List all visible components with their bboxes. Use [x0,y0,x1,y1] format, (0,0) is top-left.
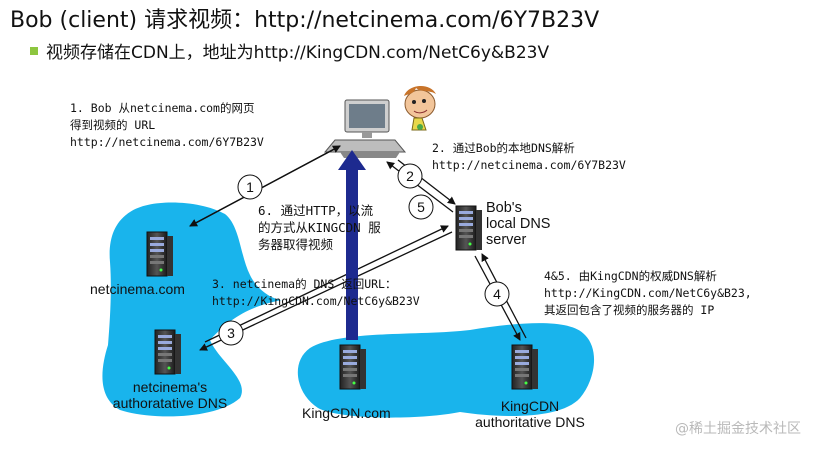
note-step6-line2: 的方式从KINGCDN 服 [258,220,381,235]
step-2-marker [397,163,423,189]
step-1-label: 1 [246,179,254,195]
note-step2-line1: 2. 通过Bob的本地DNS解析 [432,141,575,155]
note-step3: 3. netcinema的 DNS 返回URL： http://KingCDN.… [212,276,420,310]
note-step45-line1: 4&5. 由KingCDN的权威DNS解析 [544,269,717,283]
netcinema-label: netcinema.com [90,281,185,297]
note-step3-line1: 3. netcinema的 DNS 返回URL： [212,277,397,291]
stream-arrow [338,150,366,340]
note-step3-line2: http://KingCDN.com/NetC6y&B23V [212,294,420,308]
kingcdn-dns-label-line2: authoritative DNS [475,414,585,430]
local-dns-label-line3: server [486,232,527,248]
step-4-marker [484,281,510,307]
kingcdn-server-icon [339,344,367,390]
desktop-computer-icon [323,99,407,158]
note-step2-line2: http://netcinema.com/6Y7B23V [432,158,626,172]
netcinema-dns-label-line1: netcinema's [132,379,208,395]
kingcdn-dns-label: KingCDN authoritative DNS [460,398,600,430]
bob-character-icon [404,85,436,131]
note-step6-line1: 6. 通过HTTP，以流 [258,203,374,218]
local-dns-server-icon [455,205,483,251]
note-step1-line2: 得到视频的 URL [70,118,156,132]
note-step1-line3: http://netcinema.com/6Y7B23V [70,135,264,149]
kingcdn-label: KingCDN.com [302,405,391,421]
page-title: Bob (client) 请求视频：http://netcinema.com/6… [10,8,600,33]
note-step45: 4&5. 由KingCDN的权威DNS解析 http://KingCDN.com… [544,268,752,319]
note-step45-line2: http://KingCDN.com/NetC6y&B23, [544,286,752,300]
local-dns-label-line1: Bob's [486,200,522,216]
step-3-label: 3 [227,325,235,341]
note-step1: 1. Bob 从netcinema.com的网页 得到视频的 URL http:… [70,100,264,151]
note-step45-line3: 其返回包含了视频的服务器的 IP [544,303,715,317]
local-dns-label: Bob's local DNS server [486,200,550,248]
note-step2: 2. 通过Bob的本地DNS解析 http://netcinema.com/6Y… [432,140,626,174]
bullet-text: 视频存储在CDN上，地址为http://KingCDN.com/NetC6y&B… [46,43,550,63]
netcinema-dns-label: netcinema's authoratative DNS [100,379,240,411]
note-step6: 6. 通过HTTP，以流 的方式从KINGCDN 服 务器取得视频 [258,202,381,253]
step-5-label: 5 [417,199,425,215]
step-3-marker [218,320,244,346]
kingcdn-dns-label-line1: KingCDN [500,398,560,414]
step-4-label: 4 [493,286,501,302]
step-1-marker [237,174,263,200]
watermark: @稀土掘金技术社区 [675,421,801,437]
kingcdn-dns-server-icon [511,344,539,390]
netcinema-dns-label-line2: authoratative DNS [112,395,228,411]
bullet-marker [30,47,38,55]
note-step1-line1: 1. Bob 从netcinema.com的网页 [70,101,255,115]
step-2-label: 2 [406,168,414,184]
netcinema-server-icon [146,231,174,277]
note-step6-line3: 务器取得视频 [258,237,334,252]
netcinema-dns-server-icon [154,329,182,375]
local-dns-label-line2: local DNS [486,216,551,232]
step-5-marker [408,194,434,220]
